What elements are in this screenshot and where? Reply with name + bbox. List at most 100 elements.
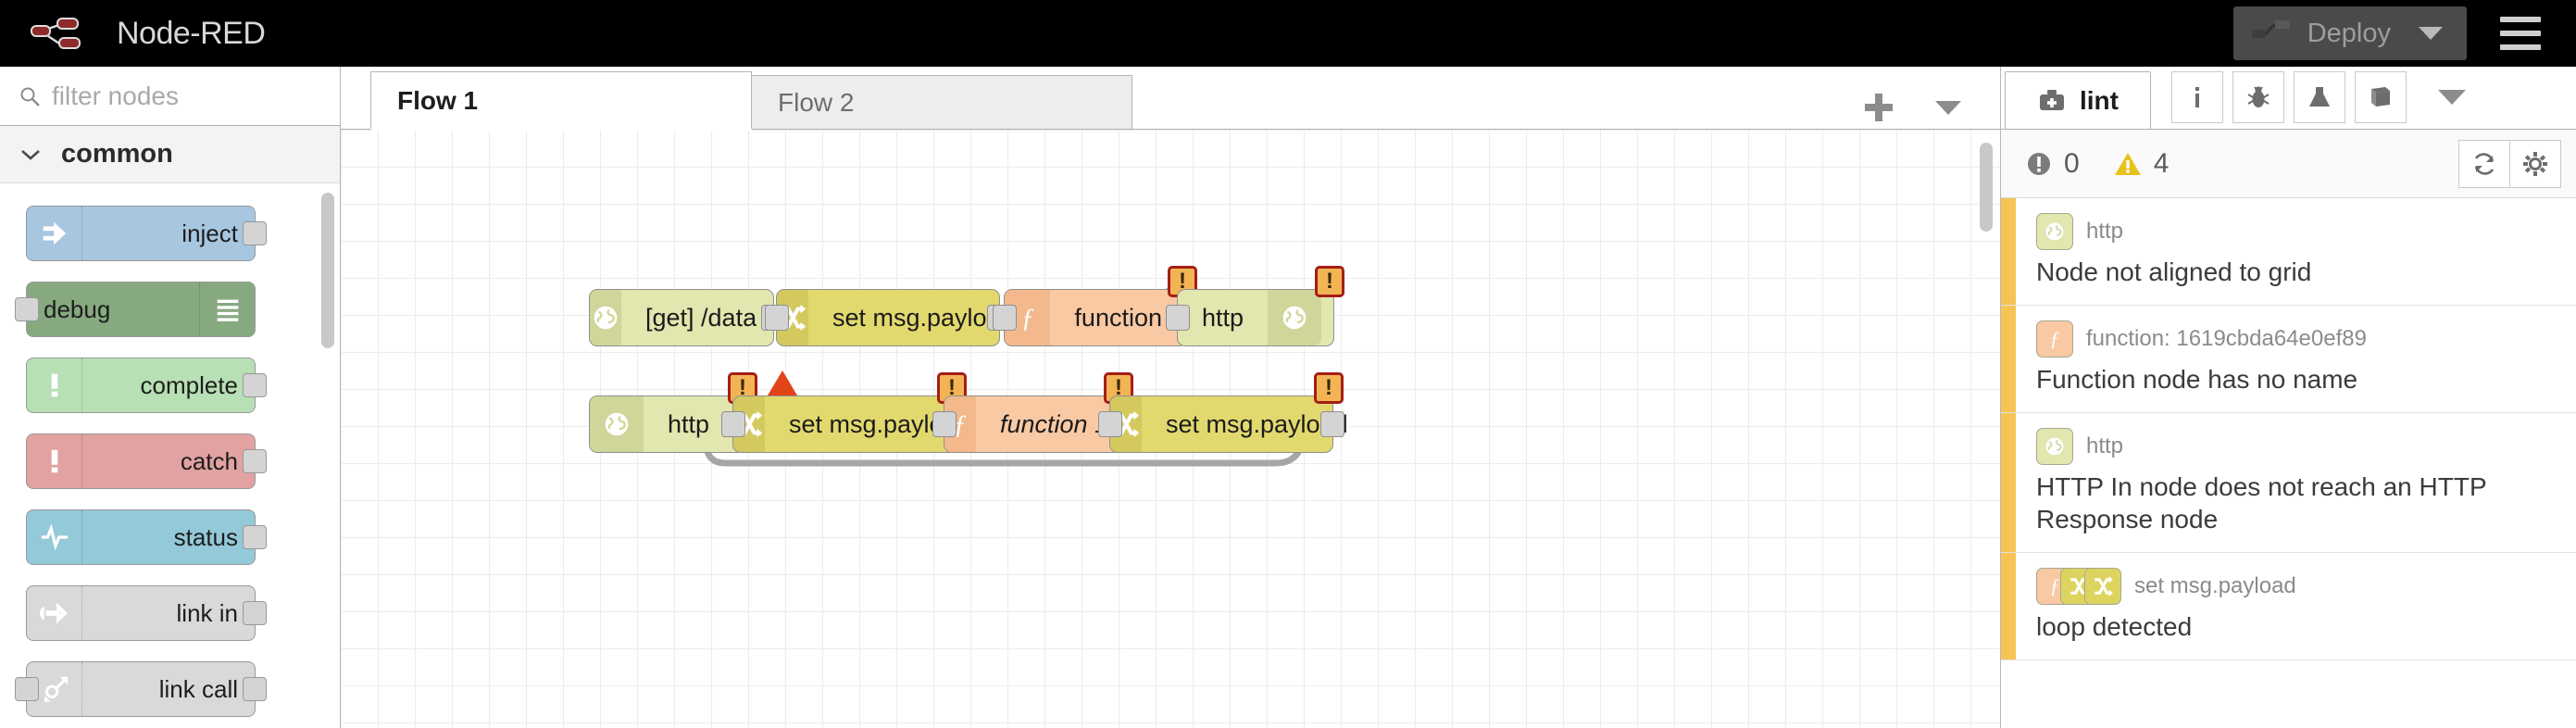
node-warning-badge[interactable]: !	[1314, 372, 1344, 404]
input-port[interactable]	[15, 297, 39, 321]
exclamation-icon	[27, 434, 82, 488]
input-port[interactable]	[993, 305, 1017, 331]
globe-icon	[2036, 213, 2073, 250]
palette-scrollbar[interactable]	[321, 193, 334, 348]
flow-node-label: function	[1074, 303, 1162, 332]
right-sidebar: lint	[2000, 67, 2576, 728]
link-in-icon	[39, 602, 68, 624]
flow-tab-label: Flow 2	[778, 87, 855, 117]
link-call-icon	[44, 676, 68, 703]
warning-count-value: 4	[2153, 147, 2170, 179]
output-port[interactable]	[243, 525, 267, 549]
main-menu-button[interactable]	[2480, 17, 2561, 50]
palette-search[interactable]	[0, 67, 340, 126]
output-port[interactable]	[243, 373, 267, 397]
lint-item[interactable]: ƒ function: 1619cbda64e0ef89 Function no…	[2001, 306, 2576, 413]
refresh-button[interactable]	[2458, 139, 2510, 188]
lint-item-body: http Node not aligned to grid	[2016, 198, 2576, 305]
lint-toolbar: 0 4	[2001, 130, 2576, 198]
input-port[interactable]	[765, 305, 789, 331]
input-port[interactable]	[932, 411, 957, 437]
warning-count: 4	[2113, 147, 2170, 180]
f-icon: ƒ	[2050, 328, 2060, 350]
lint-item[interactable]: ƒ set msg.payload loop detected	[2001, 553, 2576, 660]
link-call-icon	[27, 662, 82, 716]
lint-item[interactable]: http Node not aligned to grid	[2001, 198, 2576, 306]
refresh-icon	[2474, 152, 2495, 175]
flow-node-label: set msg.payload	[1166, 409, 1348, 438]
flow-node-change-8[interactable]: set msg.payload!	[1098, 372, 1348, 453]
lint-item[interactable]: http HTTP In node does not reach an HTTP…	[2001, 413, 2576, 553]
palette-category-common[interactable]: common	[0, 126, 340, 183]
deploy-dropdown-caret[interactable]	[2419, 27, 2443, 40]
input-port[interactable]	[15, 677, 39, 701]
flow-node-label: set msg.payload	[832, 303, 1015, 332]
flask-icon	[2309, 87, 2330, 107]
lint-item-icons: ƒ	[2036, 320, 2073, 358]
flow-tab-1[interactable]: Flow 1	[370, 71, 752, 129]
output-port[interactable]	[243, 601, 267, 625]
settings-button[interactable]	[2509, 139, 2561, 188]
tests-tab-button[interactable]	[2294, 71, 2345, 123]
globe-icon	[594, 306, 618, 330]
palette-node-catch[interactable]: catch	[26, 433, 267, 489]
globe-icon	[2045, 222, 2064, 241]
output-port[interactable]	[1320, 411, 1344, 437]
globe-icon	[1282, 306, 1307, 330]
flow-node-label: [get] /data	[645, 303, 757, 332]
palette-node-link-call[interactable]: link call	[15, 661, 267, 717]
palette-node-inject[interactable]: inject	[26, 206, 267, 261]
search-input[interactable]	[52, 81, 321, 111]
input-port[interactable]	[1098, 411, 1122, 437]
deploy-button[interactable]: Deploy	[2232, 6, 2467, 60]
globe-icon	[2045, 437, 2064, 456]
f-icon: ƒ	[954, 410, 967, 439]
sidebar-tab-lint[interactable]: lint	[2005, 71, 2151, 129]
svg-text:ƒ: ƒ	[1021, 304, 1034, 333]
flow-list-menu-button[interactable]	[1935, 100, 1961, 115]
flow-node-change-6[interactable]: set msg.payload!	[721, 372, 971, 453]
add-flow-button[interactable]	[1865, 94, 1893, 121]
palette-node-label: catch	[180, 446, 238, 475]
flow-node-change-2[interactable]: set msg.payload	[765, 289, 1015, 346]
flow-tab-label: Flow 1	[397, 85, 479, 115]
flow-node-label: http	[668, 409, 710, 438]
flow-node-http-in-1[interactable]: [get] /data	[589, 289, 785, 346]
node-warning-badge[interactable]: !	[1315, 266, 1344, 297]
sidebar-more-button[interactable]	[2438, 90, 2466, 105]
output-port[interactable]	[243, 221, 267, 245]
error-count-value: 0	[2064, 147, 2080, 179]
input-port[interactable]	[1166, 305, 1190, 331]
palette-node-link-in[interactable]: link in	[26, 585, 267, 641]
book-icon	[2371, 87, 2390, 107]
info-icon	[2195, 87, 2199, 107]
palette-node-status[interactable]: status	[26, 509, 267, 565]
debug-tab-button[interactable]	[2232, 71, 2284, 123]
lint-results-list: http Node not aligned to grid ƒ function…	[2001, 198, 2576, 728]
info-tab-button[interactable]	[2171, 71, 2223, 123]
sidebar-icon-tabs	[2151, 71, 2466, 129]
svg-text:ƒ: ƒ	[2050, 575, 2060, 597]
workspace: Flow 1 Flow 2	[341, 67, 2000, 728]
lint-item-message: Node not aligned to grid	[2036, 257, 2312, 286]
globe-icon	[590, 290, 621, 345]
palette-node-debug[interactable]: debug	[15, 282, 256, 337]
globe-icon	[2036, 428, 2073, 465]
canvas-scrollbar[interactable]	[1980, 143, 1993, 232]
error-count: 0	[2025, 148, 2080, 180]
flow-tab-2[interactable]: Flow 2	[751, 75, 1132, 129]
palette-node-complete[interactable]: complete	[26, 358, 267, 413]
flow-node-label: http	[1202, 303, 1244, 332]
help-tab-button[interactable]	[2355, 71, 2407, 123]
output-port[interactable]	[243, 677, 267, 701]
f-icon: ƒ	[2050, 575, 2060, 597]
output-port[interactable]	[243, 449, 267, 473]
flow-node-http-resp-4[interactable]: http !	[1166, 266, 1344, 346]
lint-item-body: ƒ set msg.payload loop detected	[2016, 553, 2576, 659]
input-port[interactable]	[721, 411, 745, 437]
